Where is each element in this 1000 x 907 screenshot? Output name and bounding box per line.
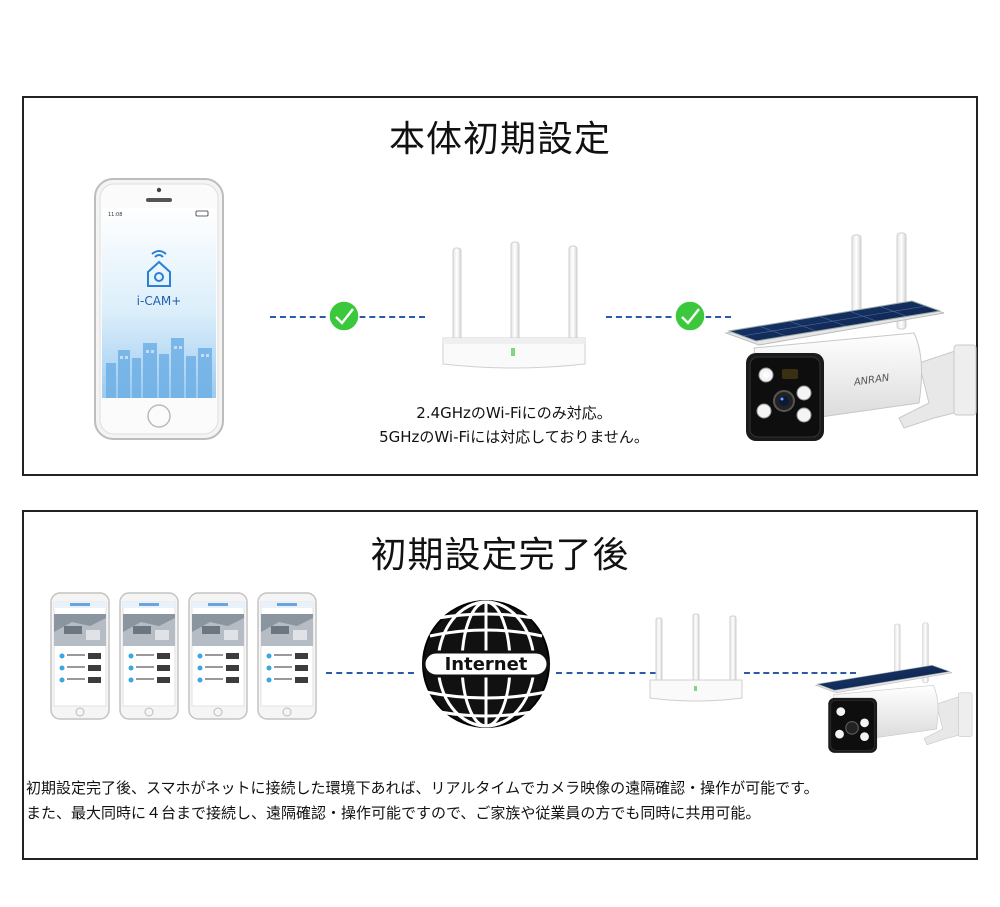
description: 初期設定完了後、スマホがネットに接続した環境下あれば、リアルタイムでカメラ映像の… [26,776,819,826]
after-setup-panel: 初期設定完了後 [22,510,978,860]
section-title: 本体初期設定 [388,119,611,160]
app-name: i-CAM+ [137,294,182,308]
note-line-1: 2.4GHzのWi-Fiにのみ対応。 [416,404,612,422]
wifi-router-illustration [649,613,743,702]
connection-line [326,672,414,674]
solar-camera-illustration [814,622,973,753]
check-icon [674,300,706,332]
initial-setup-panel: 本体初期設定 [22,96,978,476]
section-title: 初期設定完了後 [370,535,630,576]
internet-globe-icon: Internet [422,600,550,728]
wifi-note: 2.4GHzのWi-Fiにのみ対応。 5GHzのWi-Fiには対応しておりません… [344,401,684,449]
wifi-router-illustration [442,241,586,369]
description-line-1: 初期設定完了後、スマホがネットに接続した環境下あれば、リアルタイムでカメラ映像の… [26,779,819,797]
phone-group-illustration [50,592,317,720]
note-line-2: 5GHzのWi-Fiには対応しておりません。 [379,428,649,446]
description-line-2: また、最大同時に４台まで接続し、遠隔確認・操作可能ですので、ご家族や従業員の方で… [26,804,761,822]
connection-line [744,672,856,674]
solar-camera-illustration: ANRAN [724,232,977,441]
brand-logo: ANRAN [852,373,890,389]
internet-label: Internet [445,654,528,675]
check-icon [328,300,360,332]
smartphone-illustration: 11:08 i-CAM+ [94,178,224,440]
connection-line [606,316,731,318]
connection-line [556,672,656,674]
status-time: 11:08 [108,212,122,218]
home-camera-icon [147,250,171,287]
